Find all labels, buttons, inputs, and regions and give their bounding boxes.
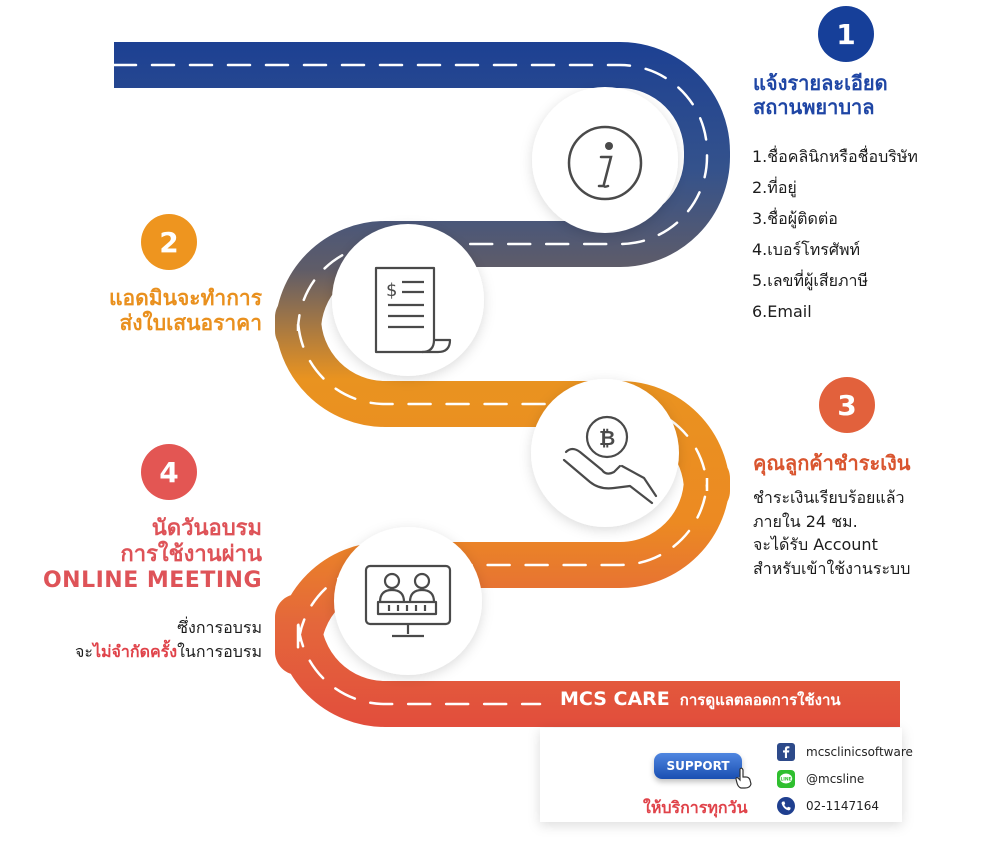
step-4-title-line-1: นัดวันอบรม — [151, 516, 262, 541]
svg-text:$: $ — [386, 280, 397, 301]
step-4-description: ซึ่งการอบรม จะไม่จำกัดครั้งในการอบรม — [20, 616, 262, 664]
step-1-circle — [532, 87, 678, 233]
step-1-title: แจ้งรายละเอียด สถานพยาบาล — [753, 71, 888, 119]
phone-icon — [776, 796, 796, 816]
step-2-title: แอดมินจะทำการ ส่งใบเสนอราคา — [30, 286, 262, 336]
list-item: 4.เบอร์โทรศัพท์ — [752, 240, 861, 259]
step-3-description: ชำระเงินเรียบร้อยแล้ว ภายใน 24 ชม. จะได้… — [753, 486, 910, 580]
facebook-link[interactable]: mcsclinicsoftware — [776, 742, 913, 762]
step-2-title-line-1: แอดมินจะทำการ — [109, 286, 262, 310]
mcs-care-tagline: การดูแลตลอดการใช้งาน — [679, 691, 841, 709]
support-button[interactable]: SUPPORT — [654, 753, 742, 779]
step-3-desc-line: ชำระเงินเรียบร้อยแล้ว — [753, 488, 905, 507]
step-1-badge: 1 — [818, 6, 874, 62]
step-1-info-list: 1.ชื่อคลินิกหรือชื่อบริษัท 2.ที่อยู่ 3.ช… — [752, 145, 918, 331]
step-3-desc-line: ภายใน 24 ชม. — [753, 511, 858, 531]
step-4-title-line-2: การใช้งานผ่าน — [120, 541, 262, 567]
step-4-title-line-3: ONLINE MEETING — [42, 567, 262, 593]
step-4-desc-line-1: ซึ่งการอบรม — [177, 618, 262, 637]
online-meeting-icon — [364, 564, 452, 638]
list-item: 1.ชื่อคลินิกหรือชื่อบริษัท — [752, 147, 918, 166]
list-item: 5.เลขที่ผู้เสียภาษี — [752, 271, 869, 290]
phone-label: 02-1147164 — [806, 799, 880, 813]
step-4-desc-suffix: ในการอบรม — [177, 642, 262, 661]
facebook-label: mcsclinicsoftware — [806, 745, 913, 759]
daily-service-label: ให้บริการทุกวัน — [643, 798, 748, 817]
step-1-title-line-1: แจ้งรายละเอียด — [753, 71, 888, 95]
step-2-title-line-2: ส่งใบเสนอราคา — [119, 310, 262, 335]
step-3-desc-line: จะได้รับ Account — [753, 535, 878, 554]
phone-link[interactable]: 02-1147164 — [776, 796, 879, 816]
svg-text:LINE: LINE — [780, 777, 791, 783]
step-3-title: คุณลูกค้าชำระเงิน — [753, 451, 911, 475]
facebook-icon — [776, 742, 796, 762]
line-link[interactable]: LINE @mcsline — [776, 769, 864, 789]
list-item: 3.ชื่อผู้ติดต่อ — [752, 209, 838, 228]
coin-hand-icon: ₿ — [562, 415, 658, 505]
step-3-badge: 3 — [819, 377, 875, 433]
step-4-desc-highlight: ไม่จำกัดครั้ง — [92, 642, 178, 661]
step-3-circle — [531, 379, 679, 527]
line-icon: LINE — [776, 769, 796, 789]
list-item: 2.ที่อยู่ — [752, 178, 797, 197]
road-dashes — [112, 63, 709, 706]
step-4-desc-prefix: จะ — [74, 642, 93, 661]
mcs-care-banner: MCS CARE การดูแลตลอดการใช้งาน — [560, 688, 841, 712]
step-4-desc-line-2: จะไม่จำกัดครั้งในการอบรม — [20, 640, 262, 664]
line-label: @mcsline — [806, 772, 865, 786]
hand-cursor-icon — [735, 767, 752, 789]
svg-text:₿: ₿ — [599, 426, 615, 450]
step-1-title-line-2: สถานพยาบาล — [753, 94, 875, 119]
step-4-badge: 4 — [141, 444, 197, 500]
step-4-title: นัดวันอบรม การใช้งานผ่าน ONLINE MEETING — [12, 516, 262, 594]
info-icon — [567, 125, 643, 201]
step-2-circle — [332, 224, 484, 376]
invoice-icon: $ — [374, 266, 452, 354]
mcs-care-brand: MCS CARE — [560, 688, 670, 710]
list-item: 6.Email — [752, 302, 812, 321]
step-3-desc-line: สำหรับเข้าใช้งานระบบ — [753, 558, 911, 578]
step-2-badge: 2 — [141, 214, 197, 270]
